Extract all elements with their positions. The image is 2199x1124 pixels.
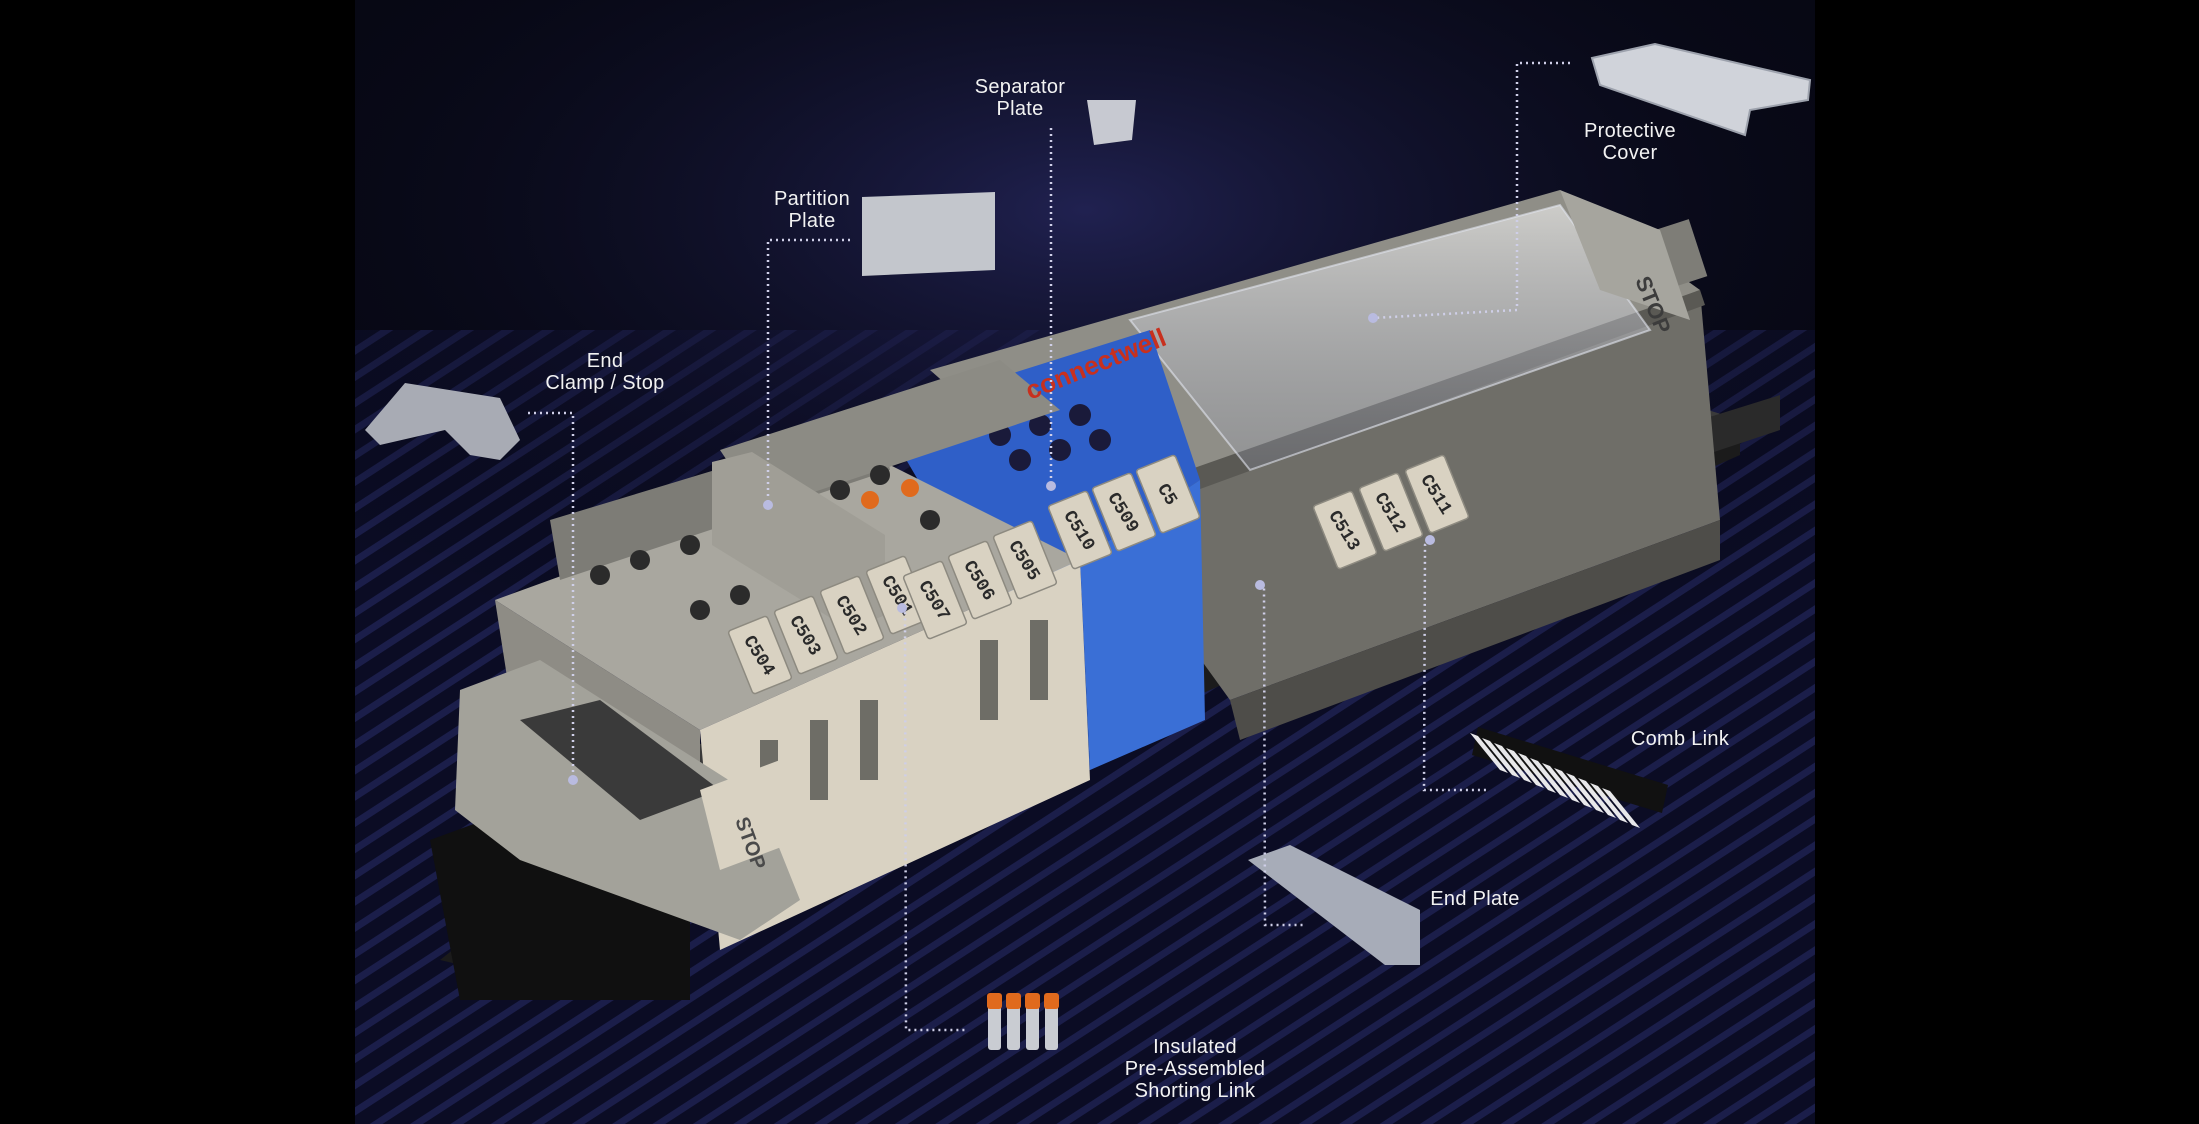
comb-link-tooth xyxy=(1482,738,1520,778)
comb-link-accessory xyxy=(1470,727,1668,828)
label-comb-link: Comb Link xyxy=(1630,728,1730,750)
comb-link-tooth xyxy=(1554,768,1592,808)
marker-tag: C509 xyxy=(1091,472,1157,552)
partition-plate-accessory xyxy=(862,192,995,276)
comb-link-tooth xyxy=(1494,743,1532,783)
label-partition-plate: Partition Plate xyxy=(773,188,851,232)
shorting-link-pin xyxy=(988,1005,1001,1050)
comb-link-tooth xyxy=(1542,763,1580,803)
marker-tag: C5 xyxy=(1135,454,1201,534)
comb-link-tooth xyxy=(1590,783,1628,823)
marker-tag: C507 xyxy=(902,560,968,640)
label-separator-plate: Separator Plate xyxy=(974,76,1066,120)
protective-cover-accessory xyxy=(1590,42,1812,137)
marker-tag: C502 xyxy=(819,575,885,655)
leader-protective-cover xyxy=(1372,61,1570,320)
shorting-link-cap xyxy=(1006,993,1021,1009)
shorting-link-pin xyxy=(1026,1005,1039,1050)
separator-plate-accessory xyxy=(1087,100,1136,145)
shorting-link-pin xyxy=(1007,1005,1020,1050)
comb-link-tooth xyxy=(1470,733,1508,773)
end-plate-accessory xyxy=(1248,845,1420,965)
shorting-link-accessory xyxy=(987,993,1059,1050)
end-clamp-accessory xyxy=(365,383,520,460)
marker-tag: C504 xyxy=(727,615,793,695)
comb-link-tooth xyxy=(1602,788,1640,828)
protective-cover-installed xyxy=(1128,203,1652,472)
comb-link-tooth xyxy=(1518,753,1556,793)
marker-tag: C512 xyxy=(1358,472,1424,552)
label-protective-cover: Protective Cover xyxy=(1584,120,1676,164)
label-end-plate: End Plate xyxy=(1430,888,1520,910)
end-clamp-left: STOP xyxy=(455,660,800,940)
leader-end-clamp xyxy=(528,411,575,780)
label-shorting-link: Insulated Pre-Assembled Shorting Link xyxy=(1124,1036,1266,1102)
marker-tag: C510 xyxy=(1047,490,1113,570)
shorting-link-pin xyxy=(1045,1005,1058,1050)
marker-tag: C511 xyxy=(1404,454,1470,534)
marker-tag: C505 xyxy=(992,520,1058,600)
marker-tag: C503 xyxy=(773,595,839,675)
shorting-link-cap xyxy=(1044,993,1059,1009)
marker-tag: C506 xyxy=(947,540,1013,620)
shorting-link-cap xyxy=(1025,993,1040,1009)
leader-partition-plate xyxy=(766,238,850,505)
comb-link-tooth xyxy=(1506,748,1544,788)
comb-link-bar xyxy=(1472,727,1668,813)
label-end-clamp-stop: End Clamp / Stop xyxy=(545,350,665,394)
leader-dots xyxy=(568,313,1435,785)
shorting-link-cap xyxy=(987,993,1002,1009)
comb-link-tooth xyxy=(1578,778,1616,818)
comb-link-tooth xyxy=(1530,758,1568,798)
comb-link-tooth xyxy=(1566,773,1604,813)
marker-tag: C513 xyxy=(1312,490,1378,570)
